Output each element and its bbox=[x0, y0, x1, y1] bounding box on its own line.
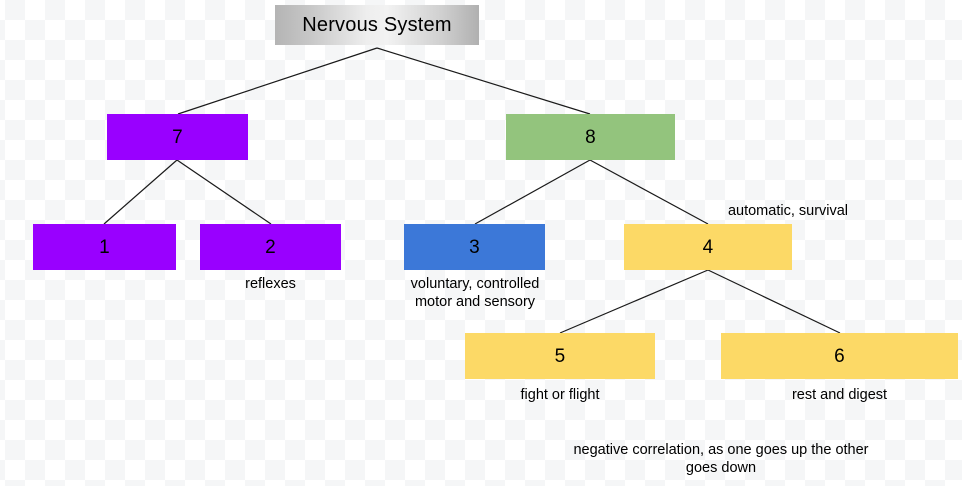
label-negative-correlation: negative correlation, as one goes up the… bbox=[573, 442, 869, 476]
connector-n4-to-n6 bbox=[707, 269, 841, 334]
label-voluntary-controlled: voluntary, controlled motor and sensory bbox=[410, 276, 540, 310]
node-6[interactable]: 6 bbox=[721, 333, 958, 379]
connector-root-to-n7 bbox=[177, 47, 378, 115]
connector-n7-to-n1 bbox=[103, 159, 178, 225]
connector-root-to-n8 bbox=[376, 47, 591, 115]
node-8[interactable]: 8 bbox=[506, 114, 675, 160]
connector-n4-to-n5 bbox=[559, 269, 709, 334]
label-fight-or-flight: fight or flight bbox=[520, 387, 600, 403]
node-4[interactable]: 4 bbox=[624, 224, 792, 270]
label-reflexes: reflexes bbox=[245, 276, 296, 292]
node-3[interactable]: 3 bbox=[404, 224, 545, 270]
connector-n8-to-n3 bbox=[474, 159, 591, 225]
node-2[interactable]: 2 bbox=[200, 224, 341, 270]
node-7[interactable]: 7 bbox=[107, 114, 248, 160]
label-automatic-survival: automatic, survival bbox=[727, 203, 849, 219]
node-root[interactable]: Nervous System bbox=[275, 5, 479, 45]
node-1[interactable]: 1 bbox=[33, 224, 176, 270]
connector-n8-to-n4 bbox=[589, 159, 709, 225]
connector-n7-to-n2 bbox=[176, 159, 272, 225]
label-rest-and-digest: rest and digest bbox=[791, 387, 888, 403]
node-5[interactable]: 5 bbox=[465, 333, 655, 379]
